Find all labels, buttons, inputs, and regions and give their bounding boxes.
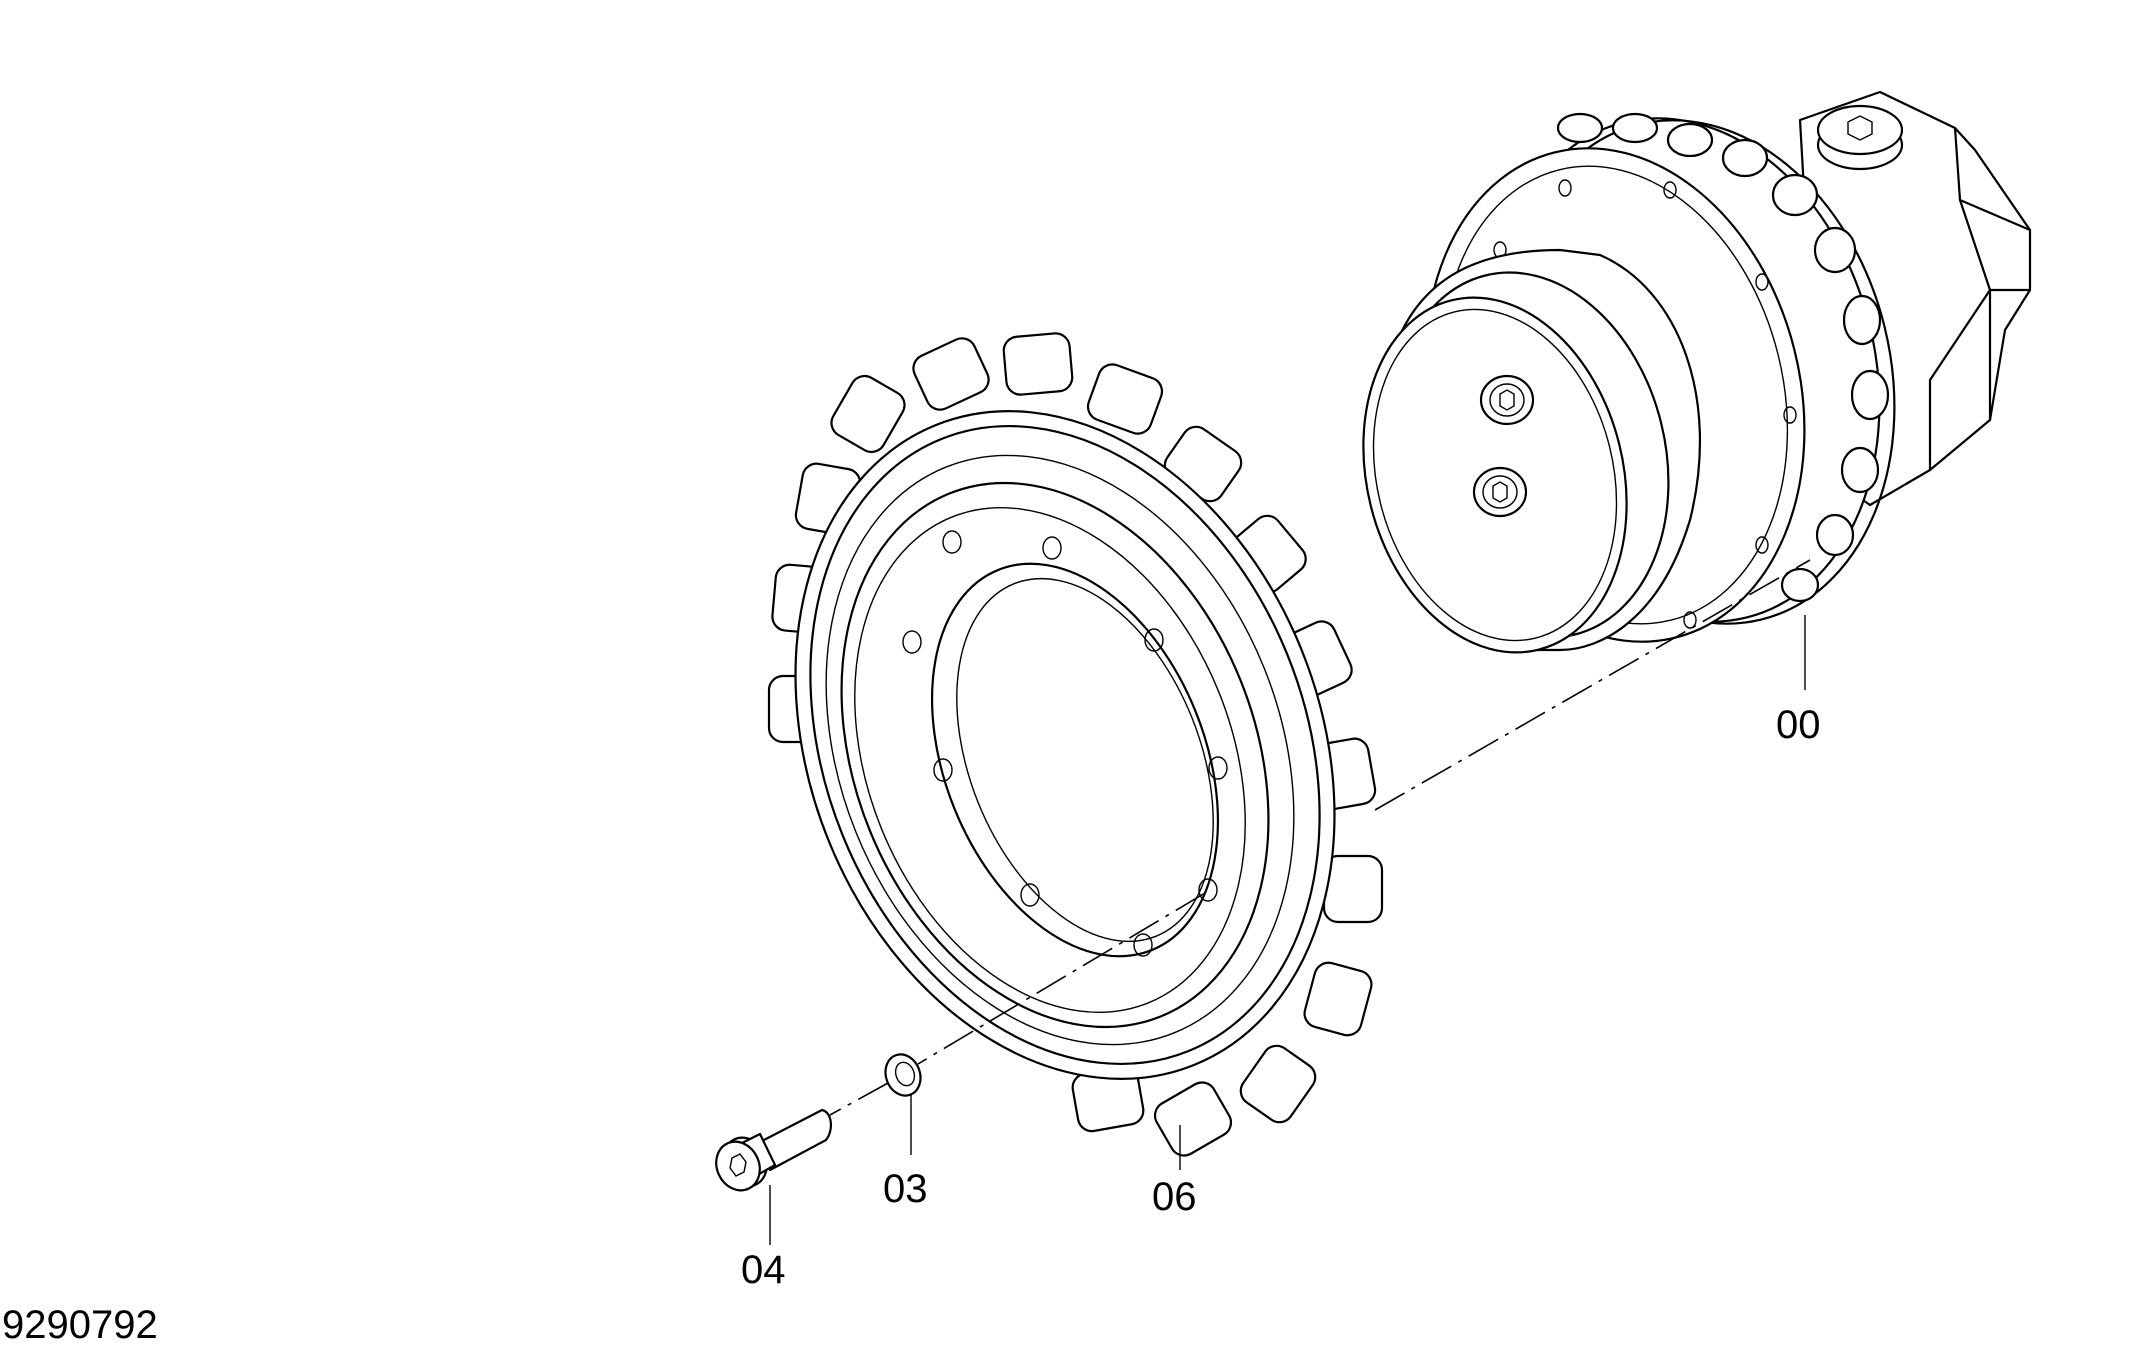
sprocket-bolt-holes [902,530,1228,957]
sprocket[interactable] [699,330,1430,1161]
washer[interactable] [880,1049,926,1100]
sprocket-teeth [767,332,1384,1157]
drawing-number: 9290792 [2,1303,158,1345]
socket-head-bolt[interactable] [708,1108,832,1198]
flange-bolt-heads [1556,112,1890,603]
fill-plug-icon [1472,466,1528,518]
callout-04: 04 [741,1248,786,1292]
flange-holes [1493,179,1797,629]
drain-plug-icon [1479,374,1535,426]
assembly-lines [829,559,1811,1116]
callout-00: 00 [1776,703,1821,747]
callout-06: 06 [1152,1175,1197,1219]
final-drive-motor[interactable] [1327,77,2032,683]
leader-lines [769,615,1806,1245]
hex-plug-icon [1816,104,1904,171]
callout-03: 03 [883,1167,928,1211]
